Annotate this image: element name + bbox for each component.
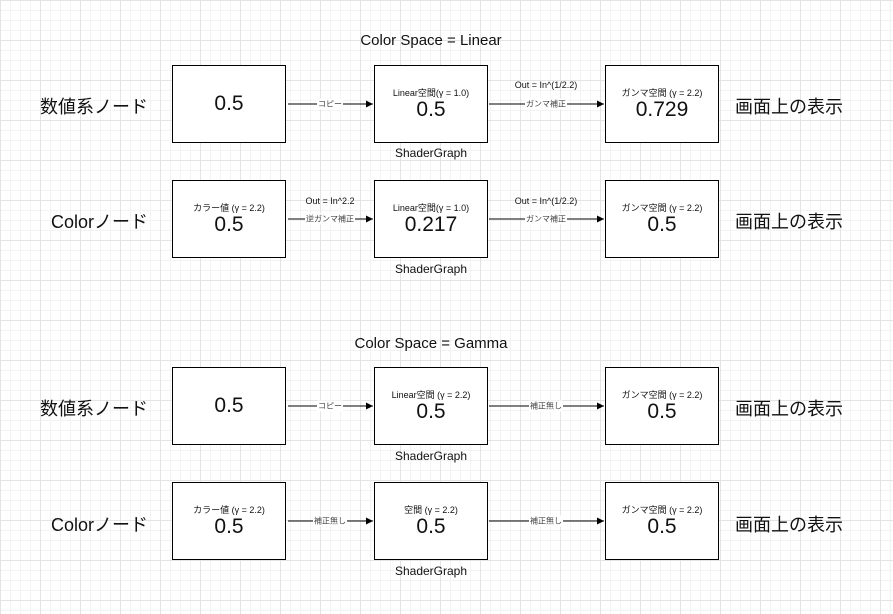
node-linear-r2-shader[interactable]: Linear空間(γ = 1.0) 0.217	[374, 180, 488, 258]
node-caption: Linear空間 (γ = 2.2)	[391, 390, 471, 400]
node-caption: ガンマ空間 (γ = 2.2)	[621, 505, 703, 515]
node-linear-r1-shader[interactable]: Linear空間(γ = 1.0) 0.5	[374, 65, 488, 143]
edge-label-gamma-r1-e2: 補正無し	[529, 400, 563, 412]
node-caption: Linear空間(γ = 1.0)	[392, 203, 470, 213]
right-label-linear-r1: 画面上の表示	[735, 97, 843, 117]
shadergraph-label-gamma-r2: ShaderGraph	[394, 564, 468, 578]
node-value: 0.5	[647, 400, 677, 423]
edge-label-gamma-r1-e1: コピー	[317, 400, 343, 412]
node-linear-r1-display[interactable]: ガンマ空間 (γ = 2.2) 0.729	[605, 65, 719, 143]
node-value: 0.5	[416, 400, 446, 423]
section-title-linear: Color Space = Linear	[360, 32, 502, 49]
edge-formula-linear-r1-e2: Out = In^(1/2.2)	[514, 80, 578, 90]
right-label-gamma-r1: 画面上の表示	[735, 399, 843, 419]
node-value: 0.729	[635, 98, 689, 121]
node-gamma-r2-source[interactable]: カラー値 (γ = 2.2) 0.5	[172, 482, 286, 560]
edge-formula-linear-r2-e1: Out = In^2.2	[305, 196, 355, 206]
node-value: 0.217	[404, 213, 458, 236]
edge-label-gamma-r2-e1: 補正無し	[313, 515, 347, 527]
edge-label-linear-r1-e2: ガンマ補正	[525, 98, 567, 110]
node-value: 0.5	[647, 515, 677, 538]
node-caption: 空間 (γ = 2.2)	[404, 505, 458, 515]
node-caption: カラー値 (γ = 2.2)	[193, 505, 265, 515]
node-value: 0.5	[214, 394, 244, 417]
edge-label-gamma-r2-e2: 補正無し	[529, 515, 563, 527]
edge-label-linear-r1-e1: コピー	[317, 98, 343, 110]
node-linear-r1-source[interactable]: 0.5	[172, 65, 286, 143]
shadergraph-label-gamma-r1: ShaderGraph	[394, 449, 468, 463]
node-value: 0.5	[416, 515, 446, 538]
row-label-linear-color: Colorノード	[50, 212, 148, 232]
right-label-gamma-r2: 画面上の表示	[735, 515, 843, 535]
node-caption: ガンマ空間 (γ = 2.2)	[621, 88, 703, 98]
node-linear-r2-source[interactable]: カラー値 (γ = 2.2) 0.5	[172, 180, 286, 258]
node-value: 0.5	[416, 98, 446, 121]
node-gamma-r2-shader[interactable]: 空間 (γ = 2.2) 0.5	[374, 482, 488, 560]
node-value: 0.5	[214, 213, 244, 236]
row-label-gamma-color: Colorノード	[50, 515, 148, 535]
node-gamma-r1-source[interactable]: 0.5	[172, 367, 286, 445]
edge-formula-linear-r2-e2: Out = In^(1/2.2)	[514, 196, 578, 206]
node-value: 0.5	[214, 515, 244, 538]
node-caption: ガンマ空間 (γ = 2.2)	[621, 203, 703, 213]
node-gamma-r1-display[interactable]: ガンマ空間 (γ = 2.2) 0.5	[605, 367, 719, 445]
shadergraph-label-linear-r1: ShaderGraph	[394, 146, 468, 160]
node-caption: ガンマ空間 (γ = 2.2)	[621, 390, 703, 400]
node-value: 0.5	[647, 213, 677, 236]
row-label-linear-numeric: 数値系ノード	[40, 97, 148, 117]
edge-label-linear-r2-e1: 逆ガンマ補正	[305, 213, 355, 225]
section-title-gamma: Color Space = Gamma	[354, 335, 508, 352]
node-caption: Linear空間(γ = 1.0)	[392, 88, 470, 98]
node-caption: カラー値 (γ = 2.2)	[193, 203, 265, 213]
node-value: 0.5	[214, 92, 244, 115]
node-gamma-r1-shader[interactable]: Linear空間 (γ = 2.2) 0.5	[374, 367, 488, 445]
right-label-linear-r2: 画面上の表示	[735, 212, 843, 232]
node-linear-r2-display[interactable]: ガンマ空間 (γ = 2.2) 0.5	[605, 180, 719, 258]
node-gamma-r2-display[interactable]: ガンマ空間 (γ = 2.2) 0.5	[605, 482, 719, 560]
shadergraph-label-linear-r2: ShaderGraph	[394, 262, 468, 276]
row-label-gamma-numeric: 数値系ノード	[40, 399, 148, 419]
edge-label-linear-r2-e2: ガンマ補正	[525, 213, 567, 225]
